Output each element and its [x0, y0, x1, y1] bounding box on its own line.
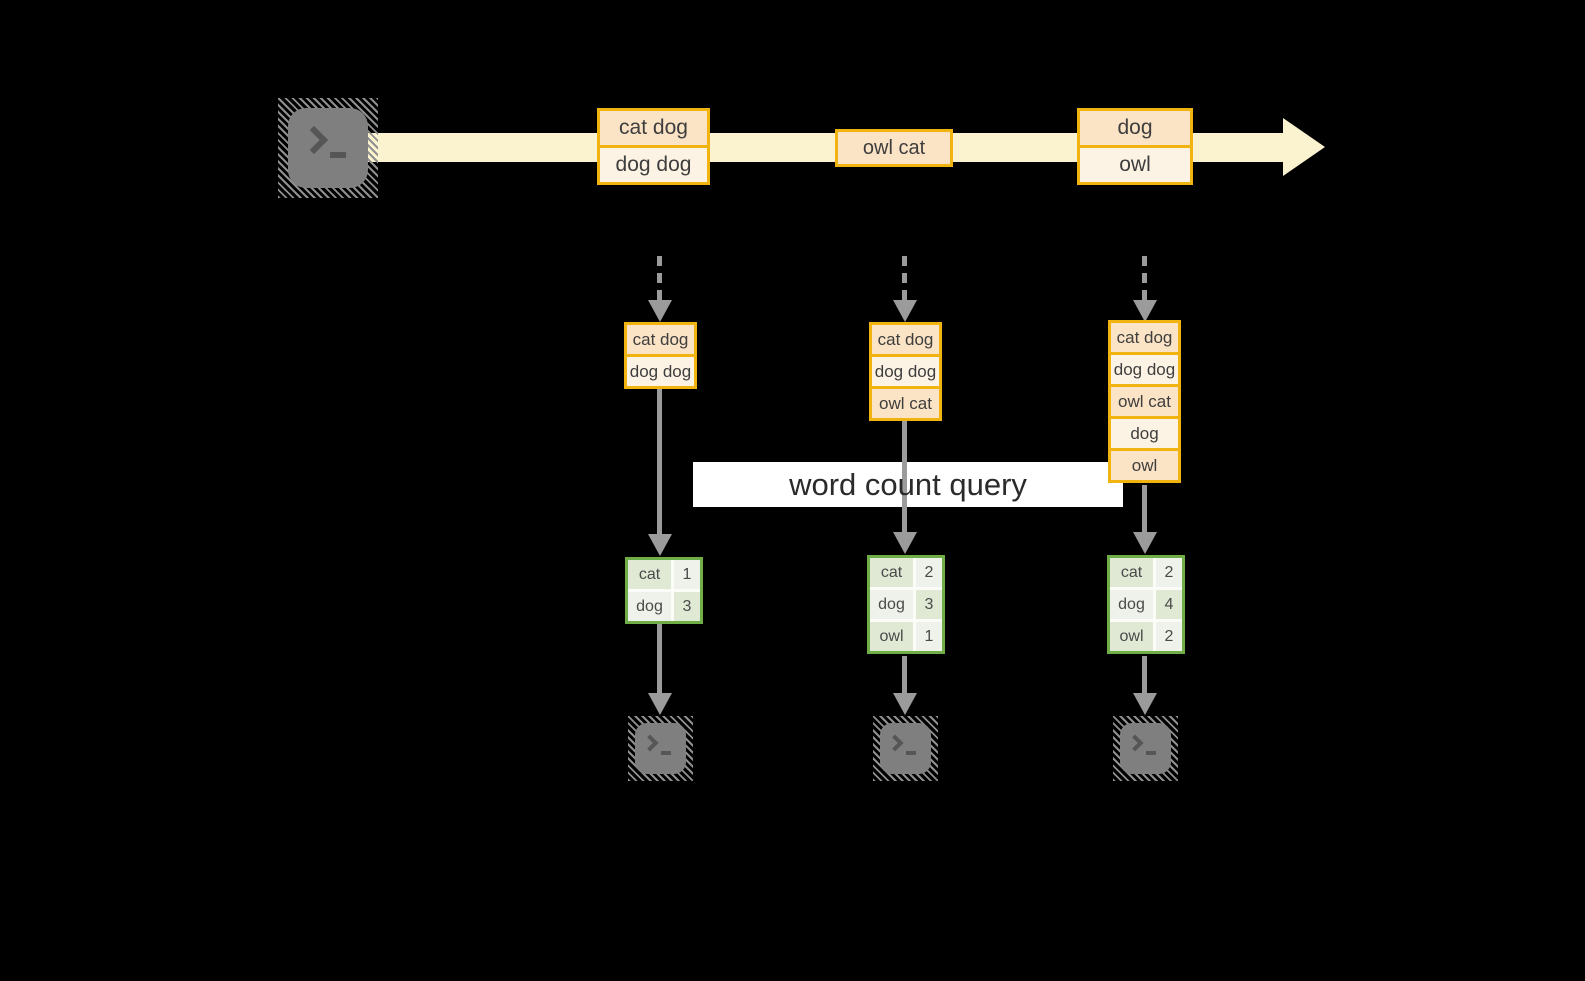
ingest-arrow-line	[657, 256, 662, 300]
output-arrowhead-icon	[648, 693, 672, 715]
query-arrowhead-icon	[1133, 532, 1157, 554]
query-banner-label: word count query	[789, 466, 1027, 502]
state-record: cat dog	[872, 325, 939, 354]
query-arrowhead-icon	[648, 534, 672, 556]
word-cell: owl	[1110, 622, 1153, 651]
stream-arrowhead-icon	[1283, 118, 1325, 176]
count-cell: 2	[1156, 558, 1182, 587]
word-cell: dog	[870, 590, 913, 619]
output-arrow-line	[902, 656, 907, 694]
state-record: owl cat	[872, 389, 939, 418]
word-cell: cat	[1110, 558, 1153, 587]
batch-record: owl	[1080, 148, 1190, 182]
sink-terminal-icon	[628, 716, 693, 781]
batch-record: dog dog	[600, 148, 707, 182]
count-cell: 2	[916, 558, 942, 587]
batch-record: owl cat	[838, 132, 950, 164]
ingest-arrowhead-icon	[893, 300, 917, 322]
count-cell: 2	[1156, 622, 1182, 651]
query-arrowhead-icon	[893, 532, 917, 554]
state-record: dog dog	[627, 357, 694, 386]
output-arrow-line	[1142, 656, 1147, 694]
state-stack-3: cat dog dog dog owl cat dog owl	[1108, 320, 1181, 483]
state-record: cat dog	[627, 325, 694, 354]
stream-batch-box-2: owl cat	[835, 129, 953, 167]
word-cell: owl	[870, 622, 913, 651]
count-cell: 1	[674, 560, 700, 589]
prompt-chevron-icon	[299, 125, 329, 155]
state-record: cat dog	[1111, 323, 1178, 352]
sink-terminal-icon	[1113, 716, 1178, 781]
state-record: dog	[1111, 419, 1178, 448]
count-cell: 3	[674, 592, 700, 621]
ingest-arrow-line	[902, 256, 907, 300]
state-stack-1: cat dog dog dog	[624, 322, 697, 389]
count-cell: 4	[1156, 590, 1182, 619]
count-cell: 1	[916, 622, 942, 651]
query-arrow-line	[902, 421, 907, 533]
state-stack-2: cat dog dog dog owl cat	[869, 322, 942, 421]
stream-batch-box-3: dog owl	[1077, 108, 1193, 185]
word-cell: dog	[628, 592, 671, 621]
query-arrow-line	[1142, 485, 1147, 533]
state-record: owl	[1111, 451, 1178, 480]
batch-record: cat dog	[600, 111, 707, 145]
query-arrow-line	[657, 389, 662, 535]
batch-record: dog	[1080, 111, 1190, 145]
count-table-1: cat 1 dog 3	[625, 557, 703, 624]
output-arrowhead-icon	[1133, 693, 1157, 715]
state-record: owl cat	[1111, 387, 1178, 416]
output-arrow-line	[657, 624, 662, 694]
output-arrowhead-icon	[893, 693, 917, 715]
count-table-2: cat 2 dog 3 owl 1	[867, 555, 945, 654]
word-cell: cat	[628, 560, 671, 589]
ingest-arrow-line	[1142, 256, 1147, 300]
ingest-arrowhead-icon	[1133, 300, 1157, 322]
terminal-screen	[288, 108, 368, 188]
ingest-arrowhead-icon	[648, 300, 672, 322]
state-record: dog dog	[872, 357, 939, 386]
count-cell: 3	[916, 590, 942, 619]
prompt-underscore-icon	[330, 152, 346, 158]
stream-batch-box-1: cat dog dog dog	[597, 108, 710, 185]
query-banner	[693, 462, 1123, 507]
source-terminal-icon	[278, 98, 378, 198]
count-table-3: cat 2 dog 4 owl 2	[1107, 555, 1185, 654]
word-cell: dog	[1110, 590, 1153, 619]
word-cell: cat	[870, 558, 913, 587]
sink-terminal-icon	[873, 716, 938, 781]
state-record: dog dog	[1111, 355, 1178, 384]
